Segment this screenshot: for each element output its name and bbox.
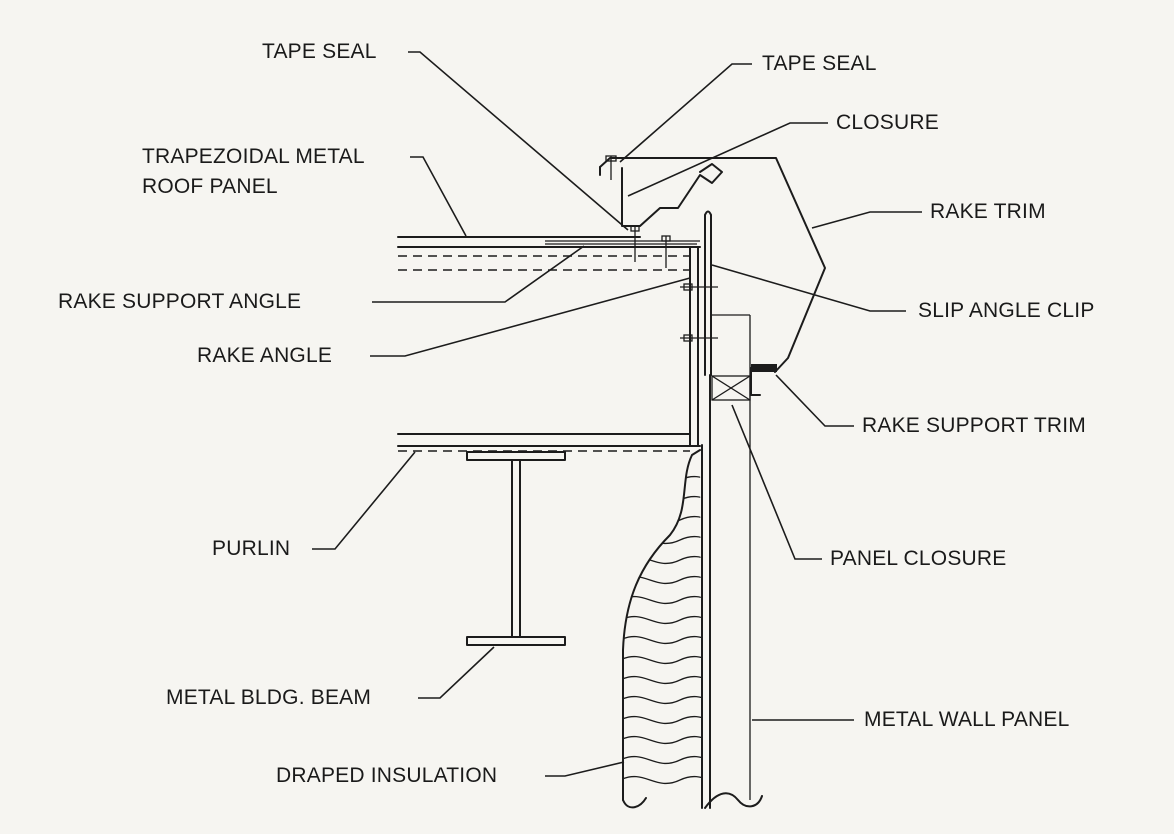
- closure: [621, 163, 723, 227]
- label-metal-bldg-beam: METAL BLDG. BEAM: [166, 686, 372, 709]
- label-rake-trim: RAKE TRIM: [930, 200, 1046, 223]
- label-tape-seal-left: TAPE SEAL: [262, 40, 377, 63]
- label-roof-panel-line2: ROOF PANEL: [142, 175, 278, 198]
- fastener-bolts: [605, 155, 718, 342]
- label-rake-angle: RAKE ANGLE: [197, 344, 333, 367]
- panel-closure: [711, 375, 751, 401]
- metal-bldg-beam: [466, 451, 566, 646]
- metal-wall-panel: [701, 314, 763, 809]
- draped-insulation: [622, 449, 702, 809]
- label-purlin: PURLIN: [212, 537, 291, 560]
- label-slip-angle-clip: SLIP ANGLE CLIP: [918, 299, 1095, 322]
- leader-lines: [312, 51, 922, 777]
- label-closure: CLOSURE: [836, 111, 939, 134]
- rake-trim: [599, 157, 826, 373]
- rake-support-trim: [750, 364, 777, 396]
- label-metal-wall-panel: METAL WALL PANEL: [864, 708, 1070, 731]
- rake-support-angle: [545, 240, 700, 245]
- label-draped-insulation: DRAPED INSULATION: [276, 764, 498, 787]
- rake-angle: [689, 210, 712, 446]
- label-tape-seal-right: TAPE SEAL: [762, 52, 877, 75]
- label-panel-closure: PANEL CLOSURE: [830, 547, 1007, 570]
- label-rake-support-trim: RAKE SUPPORT TRIM: [862, 414, 1086, 437]
- roof-panel: [397, 236, 701, 271]
- label-roof-panel-line1: TRAPEZOIDAL METAL: [142, 145, 365, 168]
- purlin: [397, 433, 701, 452]
- label-rake-support-angle: RAKE SUPPORT ANGLE: [58, 290, 302, 313]
